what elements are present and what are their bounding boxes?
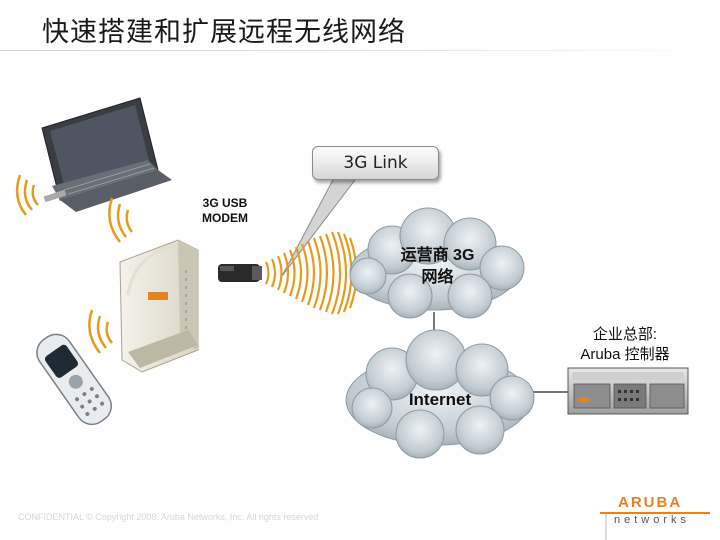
ap-wifi-waves-bottom xyxy=(88,309,113,354)
brand-sub: networks xyxy=(614,514,691,526)
laptop-icon xyxy=(41,97,172,212)
copyright-footer: CONFIDENTIAL © Copyright 2008. Aruba Net… xyxy=(18,512,319,522)
usb-modem-icon xyxy=(218,264,262,282)
internet-cloud-label: Internet xyxy=(408,390,472,409)
3g-link-callout: 3G Link xyxy=(312,146,439,180)
brand-logo: ARUBA networks xyxy=(600,494,710,534)
laptop-wifi-waves xyxy=(15,174,39,216)
ap-wifi-waves-top xyxy=(108,197,134,243)
carrier-3g-cloud xyxy=(349,207,525,319)
hq-controller-label: 企业总部:Aruba 控制器 xyxy=(580,326,670,363)
title-divider xyxy=(0,50,720,51)
brand-line xyxy=(600,512,710,514)
brand-name: ARUBA xyxy=(618,494,683,511)
controller-icon xyxy=(567,367,689,415)
page-title: 快速搭建和扩展远程无线网络 xyxy=(42,17,406,48)
internet-cloud xyxy=(345,329,535,459)
access-point-icon xyxy=(119,239,199,373)
phone-icon xyxy=(36,333,112,426)
modem-3g-waves xyxy=(264,231,358,315)
